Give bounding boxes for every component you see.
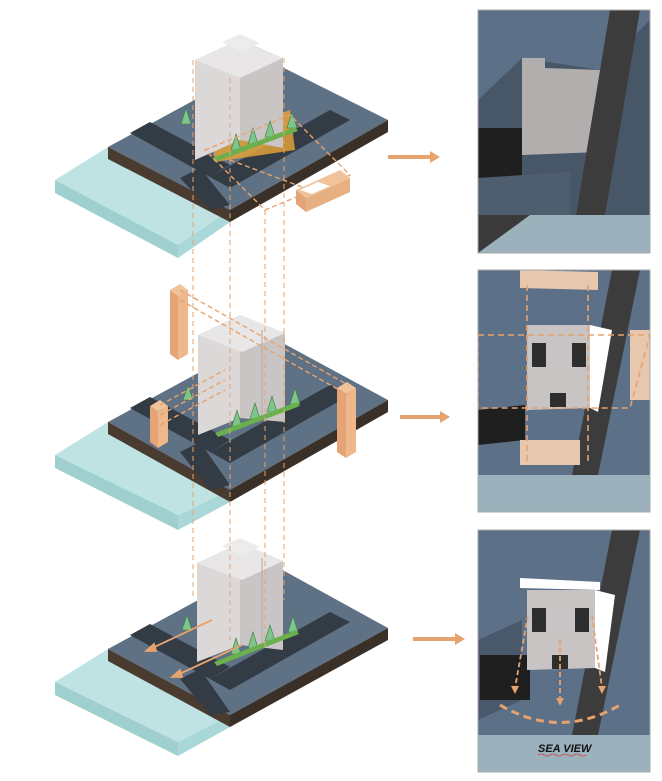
sea-slab <box>55 649 230 742</box>
plan-road <box>576 10 640 215</box>
sea-slab <box>55 422 230 515</box>
setback-pillars <box>150 284 356 458</box>
axonometric-stage-1 <box>55 34 388 258</box>
plan-panel-2 <box>478 270 650 512</box>
sea-slab <box>55 147 230 245</box>
plan-building <box>522 58 600 155</box>
plan-road <box>572 270 640 475</box>
sea-view-label: SEA VIEW <box>538 743 593 755</box>
view-arc <box>499 703 621 724</box>
axonometric-stage-2 <box>55 284 388 530</box>
road <box>130 122 230 177</box>
setback-frame <box>203 114 352 211</box>
view-arrow-icon <box>143 619 243 678</box>
tree-row <box>180 106 298 151</box>
plan-panel-1 <box>478 10 650 253</box>
tree-row <box>182 384 301 427</box>
right-arrow-icon <box>388 151 465 645</box>
alignment-guides <box>192 58 285 650</box>
plan-panel-3: SEA VIEW <box>478 530 650 772</box>
road <box>130 624 230 679</box>
axonometric-stage-3 <box>55 538 388 756</box>
